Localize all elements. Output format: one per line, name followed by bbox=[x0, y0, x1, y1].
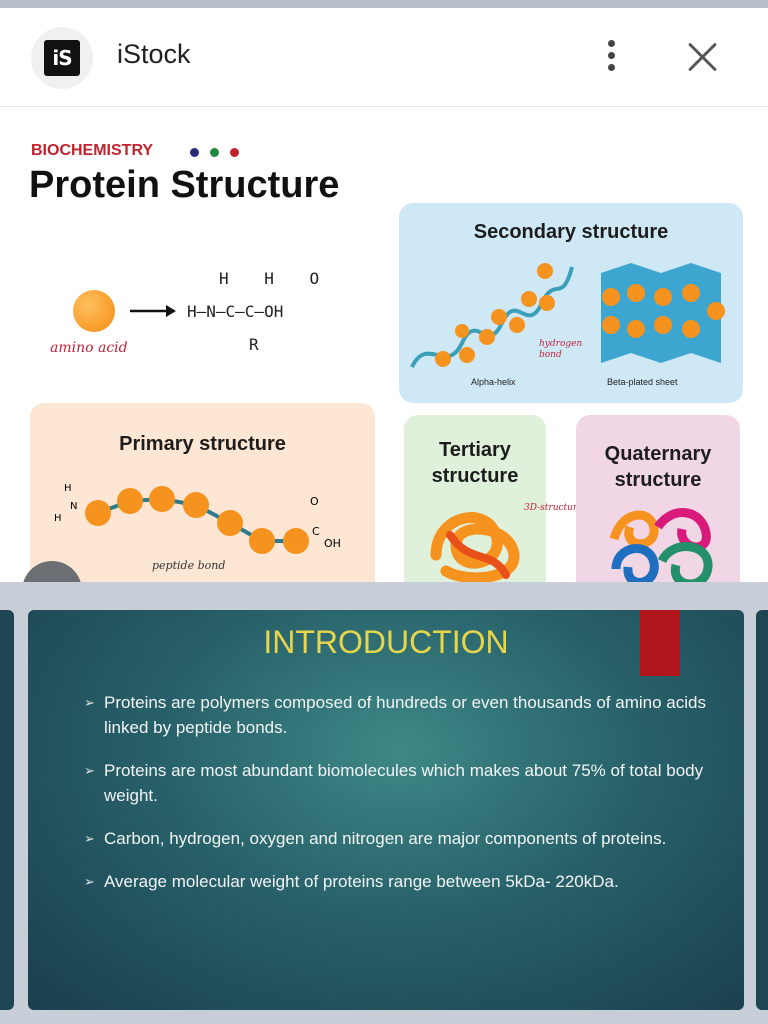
slide-bullet: Proteins are polymers composed of hundre… bbox=[84, 690, 724, 740]
3d-structure-label: 3D-structure bbox=[524, 503, 583, 513]
hydrogen-bond-label: hydrogen bond bbox=[539, 339, 583, 360]
formula-row2: H—N—C—C—OH bbox=[187, 302, 284, 321]
status-strip bbox=[0, 0, 768, 8]
amino-acid-label: amino acid bbox=[50, 340, 128, 356]
category-dot-red bbox=[230, 148, 239, 157]
svg-text:H: H bbox=[64, 483, 72, 494]
slide-bullet: Carbon, hydrogen, oxygen and nitrogen ar… bbox=[84, 826, 724, 851]
next-slide-edge[interactable] bbox=[756, 610, 768, 1010]
beta-sheet-label: Beta-plated sheet bbox=[607, 377, 678, 387]
svg-text:C: C bbox=[312, 525, 320, 538]
app-title: iStock bbox=[117, 39, 191, 69]
amino-acid-ball bbox=[73, 290, 115, 332]
close-icon[interactable] bbox=[686, 40, 720, 74]
secondary-title: Secondary structure bbox=[473, 221, 669, 243]
formula-r: R bbox=[249, 335, 259, 354]
istock-logo-mark: iS bbox=[44, 40, 80, 76]
quaternary-structure-icon bbox=[609, 508, 713, 582]
slide-title: INTRODUCTION bbox=[263, 624, 509, 660]
slide-red-tab bbox=[640, 610, 680, 676]
previous-slide-edge[interactable] bbox=[0, 610, 14, 1010]
category-label: BIOCHEMISTRY bbox=[31, 142, 154, 159]
svg-text:OH: OH bbox=[324, 537, 341, 550]
quaternary-structure-card: Quaternary structure bbox=[576, 415, 740, 582]
secondary-structure-card: Secondary structure hydrogen bond Alpha-… bbox=[399, 203, 743, 403]
slide-bullet: Average molecular weight of proteins ran… bbox=[84, 869, 724, 894]
infographic-title: Protein Structure bbox=[29, 164, 340, 206]
amino-formula: H H O H—N—C—C—OH R bbox=[185, 267, 345, 357]
tertiary-structure-icon bbox=[430, 512, 520, 582]
introduction-slide[interactable]: INTRODUCTION Proteins are polymers compo… bbox=[28, 610, 744, 1010]
alpha-helix-label: Alpha-helix bbox=[471, 377, 516, 387]
more-vert-icon[interactable] bbox=[596, 36, 626, 76]
quaternary-title: Quaternary structure bbox=[604, 443, 712, 491]
arrow-icon bbox=[130, 305, 176, 317]
beta-sheet-icon bbox=[601, 263, 725, 363]
peptide-bond-label: peptide bond bbox=[152, 559, 226, 572]
formula-row1: H H O bbox=[219, 269, 333, 288]
svg-text:H: H bbox=[54, 513, 62, 524]
svg-text:N: N bbox=[70, 501, 77, 512]
primary-title: Primary structure bbox=[119, 433, 286, 455]
peptide-chain-icon: H N H O C OH bbox=[54, 483, 341, 554]
app-header: iS iStock bbox=[0, 8, 768, 107]
primary-structure-card: Primary structure H N H O C OH peptide b… bbox=[30, 403, 375, 582]
tertiary-structure-card: Tertiary structure bbox=[404, 415, 546, 582]
svg-text:O: O bbox=[310, 495, 319, 508]
istock-logo[interactable]: iS bbox=[31, 27, 93, 89]
category-dot-green bbox=[210, 148, 219, 157]
category-dot-blue bbox=[190, 148, 199, 157]
slide-bullet: Proteins are most abundant biomolecules … bbox=[84, 758, 724, 808]
tertiary-title: Tertiary structure bbox=[431, 439, 519, 487]
protein-structure-infographic[interactable]: BIOCHEMISTRY Protein Structure amino aci… bbox=[0, 107, 768, 582]
results-separator bbox=[0, 582, 768, 610]
alpha-helix-icon bbox=[410, 263, 574, 368]
slide-bullet-list: Proteins are polymers composed of hundre… bbox=[84, 690, 724, 912]
